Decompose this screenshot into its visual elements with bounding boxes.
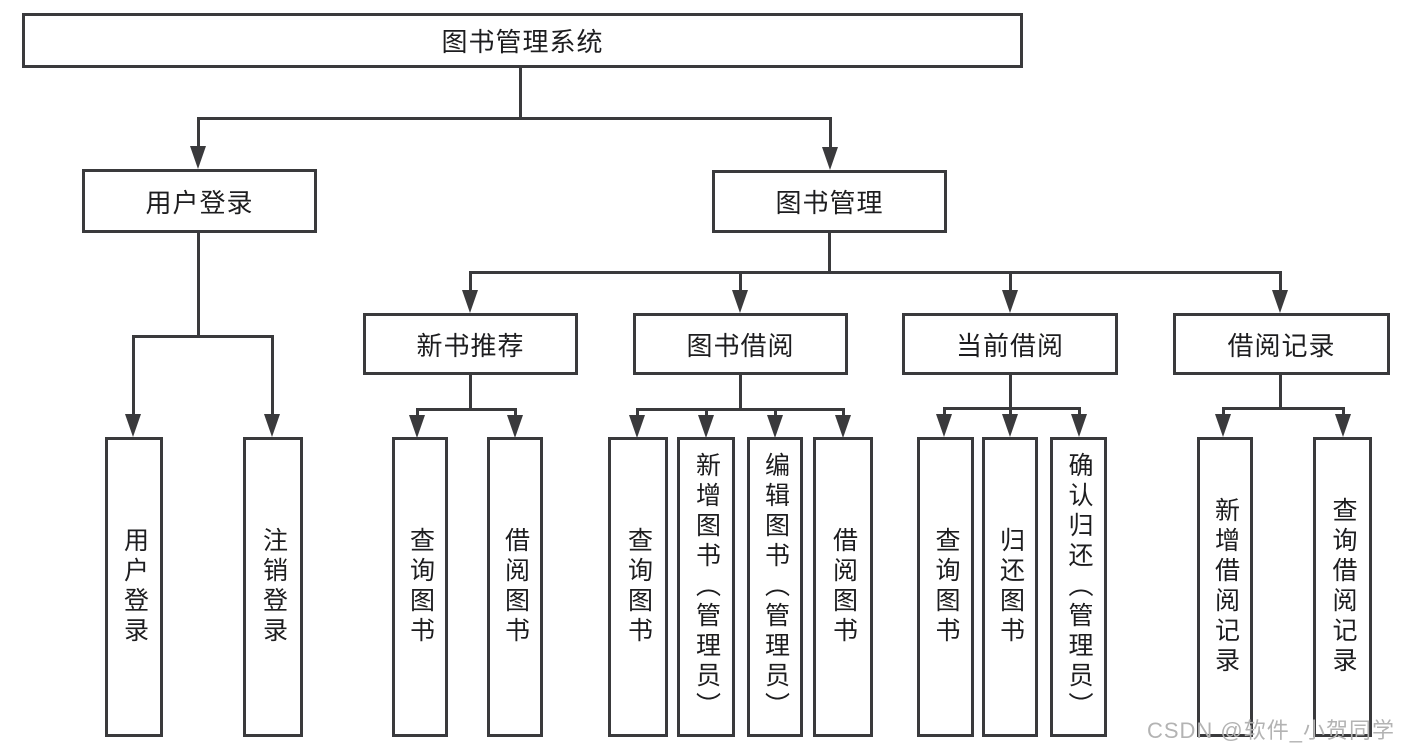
node-leaf-nb-query-label: 查询图书	[406, 527, 435, 647]
arrowhead-bb-borrow	[835, 415, 851, 438]
node-leaf-bb-query-label: 查询图书	[624, 527, 653, 647]
node-leaf-bb-borrow-label: 借阅图书	[829, 527, 858, 647]
node-user-login-label: 用户登录	[145, 187, 254, 218]
connector-bookmgmt-stem	[828, 233, 831, 271]
arrowhead-leaf-user-login	[125, 414, 141, 437]
node-leaf-logout-label: 注销登录	[259, 527, 288, 647]
node-leaf-user-login-label: 用户登录	[120, 527, 149, 647]
node-leaf-cb-query: 查询图书	[917, 437, 974, 737]
connector-newbooks-arm1	[416, 408, 419, 416]
connector-currentborrow-branch	[943, 407, 1081, 410]
connector-bookmgmt-arm2	[739, 271, 742, 291]
node-leaf-nb-query: 查询图书	[392, 437, 448, 737]
connector-borrowrecords-branch	[1222, 407, 1345, 410]
node-root-label: 图书管理系统	[441, 27, 604, 57]
node-leaf-logout: 注销登录	[243, 437, 303, 737]
node-book-borrow-label: 图书借阅	[686, 330, 795, 361]
connector-bookborrow-arm3	[774, 408, 777, 416]
node-new-books: 新书推荐	[363, 313, 578, 375]
node-root: 图书管理系统	[22, 13, 1023, 68]
arrowhead-bb-query	[629, 415, 645, 438]
node-leaf-br-query-label: 查询借阅记录	[1329, 497, 1357, 677]
node-leaf-br-add-label: 新增借阅记录	[1211, 497, 1240, 677]
arrowhead-bb-add	[698, 415, 714, 438]
arrowhead-br-add	[1215, 414, 1231, 437]
connector-userlogin-stem	[197, 233, 200, 335]
arrowhead-cb-query	[936, 414, 952, 437]
node-leaf-nb-borrow: 借阅图书	[487, 437, 543, 737]
connector-root-arm-right	[829, 117, 832, 148]
connector-userlogin-arm1	[132, 335, 135, 415]
arrowhead-bb-edit	[767, 415, 783, 438]
connector-userlogin-branch	[132, 335, 274, 338]
arrowhead-current-borrow	[1002, 290, 1018, 313]
arrowhead-cb-confirm	[1071, 414, 1087, 437]
connector-root-arm-left	[197, 117, 200, 147]
node-current-borrow-label: 当前借阅	[955, 330, 1064, 361]
node-leaf-bb-borrow: 借阅图书	[813, 437, 873, 737]
node-leaf-bb-edit: 编辑图书（管理员）	[747, 437, 803, 737]
node-user-login: 用户登录	[82, 169, 317, 233]
connector-root-stem	[519, 68, 522, 117]
node-leaf-cb-confirm-label: 确认归还（管理员）	[1065, 452, 1093, 722]
connector-borrowrecords-arm2	[1342, 407, 1345, 415]
connector-bookborrow-arm2	[705, 408, 708, 416]
connector-newbooks-arm2	[514, 408, 517, 416]
node-book-mgmt-label: 图书管理	[775, 188, 884, 218]
connector-bookmgmt-arm1	[469, 271, 472, 291]
node-leaf-cb-return-label: 归还图书	[996, 527, 1025, 647]
arrowhead-borrow-records	[1272, 290, 1288, 313]
connector-bookmgmt-branch	[469, 271, 1282, 274]
node-leaf-nb-borrow-label: 借阅图书	[501, 527, 530, 647]
connector-currentborrow-arm3	[1078, 407, 1081, 415]
arrowhead-cb-return	[1002, 414, 1018, 437]
node-new-books-label: 新书推荐	[416, 330, 525, 361]
connector-newbooks-branch	[416, 408, 517, 411]
node-borrow-records: 借阅记录	[1173, 313, 1390, 375]
arrowhead-nb-query	[409, 415, 425, 438]
node-leaf-bb-query: 查询图书	[608, 437, 668, 737]
connector-userlogin-arm2	[271, 335, 274, 415]
arrowhead-br-query	[1335, 414, 1351, 437]
node-leaf-bb-add: 新增图书（管理员）	[677, 437, 735, 737]
connector-bookborrow-arm1	[636, 408, 639, 416]
node-leaf-cb-return: 归还图书	[982, 437, 1038, 737]
connector-currentborrow-stem	[1009, 375, 1012, 407]
node-leaf-bb-add-label: 新增图书（管理员）	[692, 452, 721, 722]
node-current-borrow: 当前借阅	[902, 313, 1118, 375]
connector-bookborrow-arm4	[842, 408, 845, 416]
node-leaf-user-login: 用户登录	[105, 437, 163, 737]
node-book-mgmt: 图书管理	[712, 170, 947, 233]
arrowhead-leaf-logout	[264, 414, 280, 437]
connector-borrowrecords-stem	[1279, 375, 1282, 407]
connector-bookmgmt-arm3	[1009, 271, 1012, 291]
connector-currentborrow-arm1	[943, 407, 946, 415]
connector-newbooks-stem	[469, 375, 472, 408]
node-leaf-br-add: 新增借阅记录	[1197, 437, 1253, 737]
connector-bookmgmt-arm4	[1279, 271, 1282, 291]
node-book-borrow: 图书借阅	[633, 313, 848, 375]
node-borrow-records-label: 借阅记录	[1227, 330, 1336, 361]
arrowhead-new-books	[462, 290, 478, 313]
connector-bookborrow-stem	[739, 375, 742, 408]
node-leaf-cb-confirm: 确认归还（管理员）	[1050, 437, 1107, 737]
node-leaf-cb-query-label: 查询图书	[932, 527, 960, 647]
arrowhead-book-mgmt	[822, 147, 838, 170]
arrowhead-book-borrow	[732, 290, 748, 313]
node-leaf-bb-edit-label: 编辑图书（管理员）	[761, 452, 790, 722]
connector-root-branch	[197, 117, 832, 120]
node-leaf-br-query: 查询借阅记录	[1313, 437, 1372, 737]
csdn-watermark: CSDN @软件_小贺同学	[1146, 718, 1395, 743]
connector-currentborrow-arm2	[1009, 407, 1012, 415]
arrowhead-nb-borrow	[507, 415, 523, 438]
connector-borrowrecords-arm1	[1222, 407, 1225, 415]
arrowhead-user-login	[190, 146, 206, 169]
connector-bookborrow-branch	[636, 408, 845, 411]
